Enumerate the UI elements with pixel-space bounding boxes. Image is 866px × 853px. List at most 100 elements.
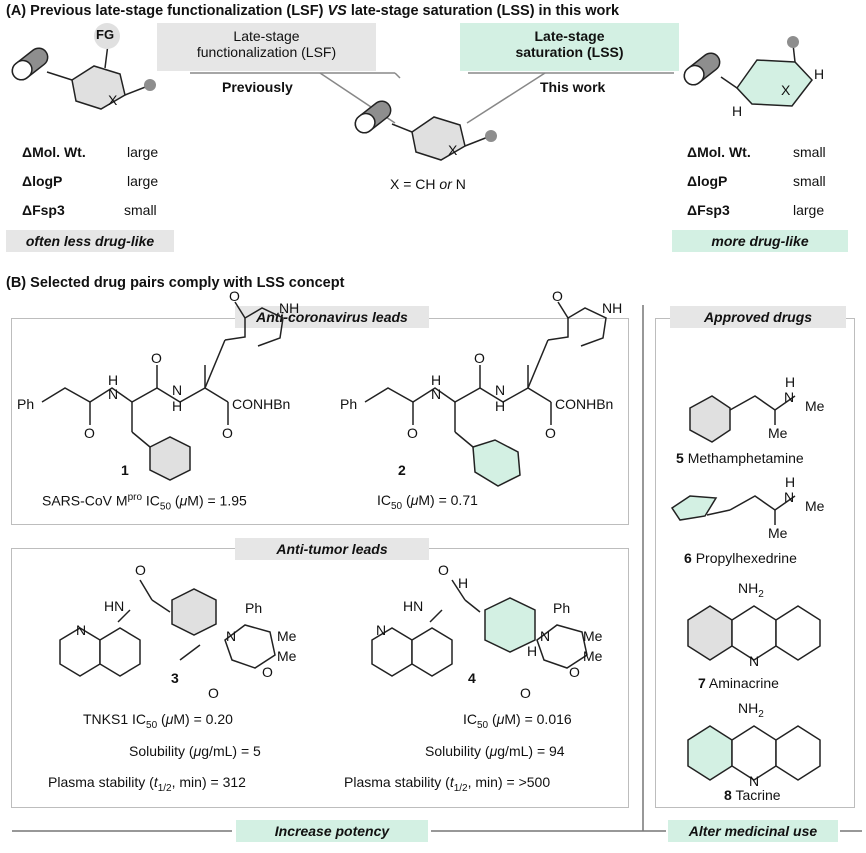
h-atom-right-2: H	[732, 103, 743, 119]
cpd4-ic50: IC50 (μM) = 0.016	[463, 711, 572, 731]
cpd2-number: 2	[398, 462, 406, 478]
left-prop-logp: ΔlogP	[22, 173, 63, 189]
alter-medicinal-use-badge: Alter medicinal use	[668, 820, 838, 842]
o-label-2d: O	[552, 288, 563, 304]
n-label-4-quinoline: N	[376, 622, 387, 638]
fg-circle	[94, 23, 120, 49]
section-b-header: (B) Selected drug pairs comply with LSS …	[6, 275, 345, 291]
n-label-1a: N	[108, 386, 119, 402]
me-label-drug6b: Me	[768, 525, 788, 541]
right-prop-fsp3: ΔFsp3	[687, 202, 730, 218]
benzo-ring-drug7b	[775, 605, 821, 661]
h-label-2b: H	[495, 398, 506, 414]
x-atom-center: X	[448, 142, 458, 158]
n-label-drug6: N	[784, 489, 795, 505]
conhbn-label-2: CONHBn	[555, 396, 614, 412]
me-label-4a: Me	[583, 628, 603, 644]
lss-arrow-line	[466, 72, 546, 124]
benzo-ring-drug8	[775, 725, 821, 781]
capsule-icon-left	[11, 47, 49, 81]
conhbn-label-1: CONHBn	[232, 396, 291, 412]
me-label-drug6a: Me	[805, 498, 825, 514]
right-verdict-badge: more drug-like	[672, 230, 848, 252]
increase-potency-badge: Increase potency	[236, 820, 428, 842]
cpd3-ic50: TNKS1 IC50 (μM) = 0.20	[83, 711, 233, 731]
h-label-1b: H	[172, 398, 183, 414]
n-label-drug8: N	[749, 773, 760, 789]
approved-title: Approved drugs	[670, 306, 846, 328]
ph-label-3: Ph	[245, 600, 263, 616]
hn-label-3: HN	[104, 598, 125, 614]
benzene-ring-cpd1	[149, 436, 191, 481]
me-label-drug5a: Me	[805, 398, 825, 414]
left-prop-mw-value: large	[127, 144, 159, 160]
cpd3-plasma: Plasma stability (t1/2, min) = 312	[48, 774, 246, 794]
drug5-caption: 5 Methamphetamine	[676, 450, 804, 466]
h-label-1a: H	[108, 372, 119, 388]
fg-label: FG	[96, 27, 115, 42]
methyl-dot-left	[144, 79, 156, 91]
pyridine-ring-drug7	[731, 605, 777, 661]
nh-label-2: NH	[602, 300, 623, 316]
antitumor-title: Anti-tumor leads	[235, 538, 429, 560]
o-label-4b: O	[569, 664, 580, 680]
left-prop-logp-value: large	[127, 173, 159, 189]
section-a-header: (A) Previous late-stage functionalizatio…	[6, 3, 620, 19]
cpd3-number: 3	[171, 670, 179, 686]
n-label-drug7: N	[749, 653, 760, 669]
o-label-2b: O	[474, 350, 485, 366]
nh2-label-drug8: NH2	[738, 700, 764, 720]
left-verdict-badge: often less drug-like	[6, 230, 174, 252]
n-label-1b: N	[172, 382, 183, 398]
cpd3-solubility: Solubility (μg/mL) = 5	[129, 743, 261, 759]
n-label-2a: N	[431, 386, 442, 402]
antiviral-title: Anti-coronavirus leads	[235, 306, 429, 328]
o-label-1a: O	[84, 425, 95, 441]
h-label-drug5: H	[785, 374, 796, 390]
h-label-2a: H	[431, 372, 442, 388]
cpd2-ic50: IC50 (μM) = 0.71	[377, 492, 478, 512]
o-label-3c: O	[208, 685, 219, 701]
me-label-4b: Me	[583, 648, 603, 664]
benzo-ring-cpd4	[411, 627, 453, 677]
n-label-drug5: N	[784, 389, 795, 405]
x-definition: X = CH or N	[390, 176, 466, 192]
o-label-2c: O	[545, 425, 556, 441]
methyl-dot-right	[787, 36, 799, 48]
o-label-3b: O	[262, 664, 273, 680]
h-label-4b: H	[527, 643, 538, 659]
o-label-2a: O	[407, 425, 418, 441]
benzene-ring-cpd3	[171, 588, 217, 636]
n-label-3-quinoline: N	[76, 622, 87, 638]
cyclohexene-ring-drug8	[687, 725, 733, 781]
me-label-3b: Me	[277, 648, 297, 664]
n-label-3-oxazolidinone: N	[226, 628, 237, 644]
ph-label-4: Ph	[553, 600, 571, 616]
right-prop-logp: ΔlogP	[687, 173, 728, 189]
h-label-drug6: H	[785, 474, 796, 490]
h-atom-right-1: H	[814, 66, 825, 82]
drug7-caption: 7 Aminacrine	[698, 675, 779, 691]
n-label-4-oxazolidinone: N	[540, 628, 551, 644]
right-prop-mw: ΔMol. Wt.	[687, 144, 751, 160]
o-label-1c: O	[222, 425, 233, 441]
ph-label-2: Ph	[340, 396, 358, 412]
methyl-dot-center	[485, 130, 497, 142]
o-label-4c: O	[520, 685, 531, 701]
lss-label-box: Late-stage saturation (LSS)	[460, 23, 679, 71]
n-label-2b: N	[495, 382, 506, 398]
drug8-caption: 8 Tacrine	[724, 787, 781, 803]
cpd1-number: 1	[121, 462, 129, 478]
cyclohexane-ring-drug6	[670, 495, 718, 521]
cpd4-plasma: Plasma stability (t1/2, min) = >500	[344, 774, 551, 794]
left-prop-mw: ΔMol. Wt.	[22, 144, 86, 160]
benzo-ring-drug7	[687, 605, 733, 661]
nh-label-1: NH	[279, 300, 300, 316]
hn-label-4: HN	[403, 598, 424, 614]
pyridine-ring-drug8	[731, 725, 777, 781]
capsule-icon-right	[683, 52, 721, 86]
benzo-ring-cpd3	[99, 627, 141, 677]
me-label-drug5b: Me	[768, 425, 788, 441]
